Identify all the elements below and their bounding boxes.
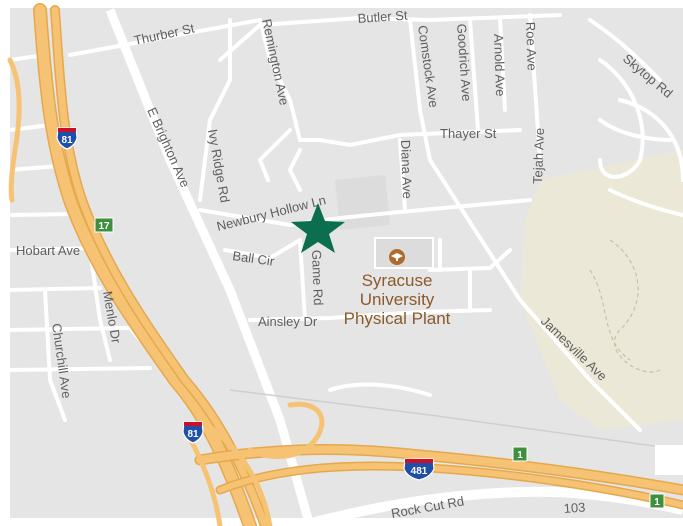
building-block bbox=[374, 237, 434, 269]
education-pin-icon bbox=[389, 249, 405, 265]
star-marker-icon[interactable] bbox=[291, 203, 345, 253]
label-tejah-ave: Tejah Ave bbox=[530, 128, 547, 185]
route-shield-17: 17 bbox=[94, 217, 114, 233]
shield-81-top-number: 81 bbox=[61, 135, 73, 146]
shield-1-b-number: 1 bbox=[654, 497, 660, 508]
rail-line bbox=[229, 389, 683, 451]
shield-17-number: 17 bbox=[98, 221, 110, 232]
route-shield-1-b: 1 bbox=[649, 493, 665, 509]
place-label-line3: Physical Plant bbox=[344, 309, 451, 328]
label-diana-ave: Diana Ave bbox=[398, 140, 415, 200]
park-trail-2 bbox=[589, 269, 631, 361]
label-hobart-ave: Hobart Ave bbox=[16, 243, 80, 258]
route-label-103: 103 bbox=[563, 500, 586, 516]
building-block-2 bbox=[335, 175, 390, 230]
place-syracuse-university-physical-plant[interactable]: Syracuse University Physical Plant bbox=[344, 249, 451, 328]
label-goodrich-ave: Goodrich Ave bbox=[454, 23, 474, 102]
shield-81-bottom-number: 81 bbox=[187, 429, 199, 440]
label-arnold-ave: Arnold Ave bbox=[491, 34, 508, 97]
place-label-line2: University bbox=[360, 290, 435, 309]
rock-cut-road bbox=[298, 486, 683, 526]
interstate-shield-81-bottom: 81 bbox=[182, 421, 204, 444]
label-game-rd: Game Rd bbox=[309, 250, 326, 306]
label-ball-cir: Ball Cir bbox=[232, 248, 276, 269]
interstate-shield-481: 481 bbox=[403, 458, 435, 481]
shield-1-a-number: 1 bbox=[517, 450, 523, 461]
shield-481-number: 481 bbox=[411, 466, 428, 477]
label-ainsley-dr: Ainsley Dr bbox=[258, 314, 318, 329]
route-shield-1-a: 1 bbox=[512, 446, 528, 462]
place-label-line1: Syracuse bbox=[362, 271, 433, 290]
label-thayer-st: Thayer St bbox=[440, 126, 497, 141]
local-streets bbox=[8, 13, 683, 432]
park-trail bbox=[609, 239, 661, 373]
label-butler-st: Butler St bbox=[357, 8, 408, 26]
edge-building bbox=[655, 445, 683, 475]
interstate-shield-81-top: 81 bbox=[56, 127, 78, 150]
label-roe-ave: Roe Ave bbox=[523, 22, 540, 71]
park-area bbox=[520, 150, 683, 430]
